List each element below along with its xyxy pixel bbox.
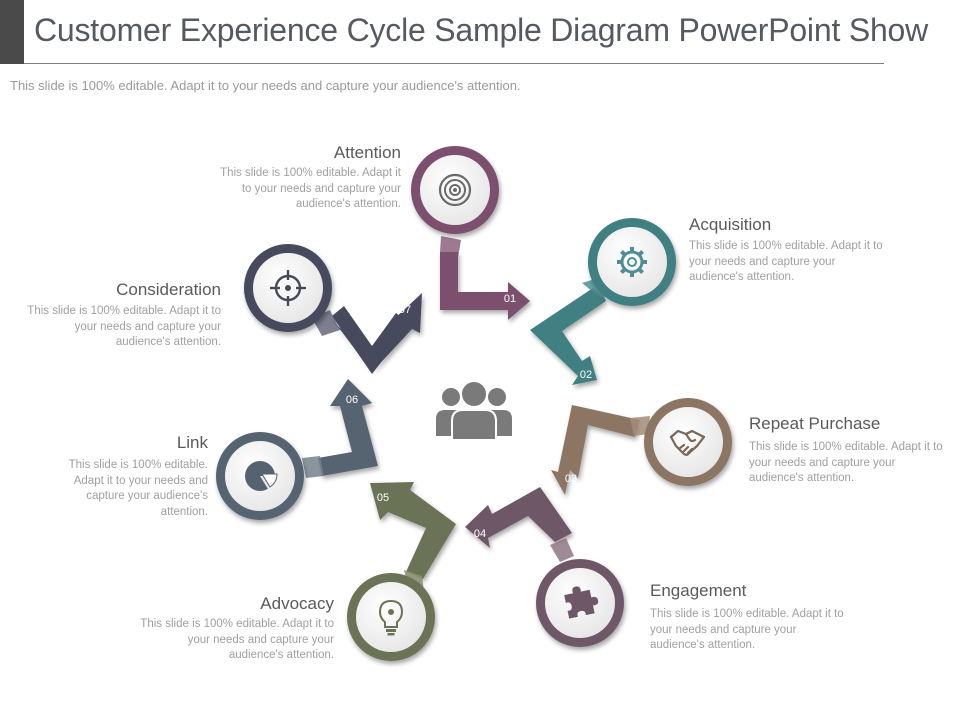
arrow-04-shape: [465, 487, 572, 548]
slide-subtitle: This slide is 100% editable. Adapt it to…: [10, 78, 521, 93]
step-description-advocacy: This slide is 100% editable. Adapt it to…: [140, 618, 334, 661]
slide-title: Customer Experience Cycle Sample Diagram…: [34, 12, 929, 48]
arrow-07-shape-body: [332, 306, 410, 374]
arrow-03-tab: [630, 416, 650, 436]
step-circle-consideration: [244, 244, 332, 332]
step-label-link: Link: [176, 433, 208, 452]
lightbulb-icon: [378, 599, 404, 636]
step-label-repeat-purchase: Repeat Purchase: [749, 414, 881, 433]
arrow-03-shape: [551, 405, 640, 495]
step-circle-acquisition: [588, 218, 676, 306]
arrow-06-number: 06: [346, 394, 358, 406]
arrow-01: 01: [440, 236, 530, 320]
pie-chart-icon: [245, 461, 278, 491]
arrow-02-shape: [530, 288, 606, 385]
arrow-02-number: 02: [580, 369, 592, 381]
step-description-repeat-purchase: This slide is 100% editable. Adapt it to…: [749, 441, 943, 484]
arrow-02: 02: [530, 278, 606, 385]
step-description-acquisition: This slide is 100% editable. Adapt it to…: [689, 240, 883, 283]
step-label-consideration: Consideration: [116, 280, 221, 299]
arrow-03-number: 03: [565, 473, 577, 485]
handshake-icon: [669, 429, 706, 456]
arrow-05-number: 05: [377, 492, 389, 504]
step-description-attention: This slide is 100% editable. Adapt it to…: [220, 167, 401, 210]
arrow-04-tab: [550, 538, 574, 562]
target-icon: [438, 173, 472, 207]
arrow-06-tab: [302, 456, 324, 478]
arrow-06: 06: [302, 379, 378, 478]
step-circle-advocacy: [347, 573, 435, 661]
arrow-01-number: 01: [504, 293, 516, 305]
step-circle-engagement: [536, 559, 624, 647]
arrow-04: 04: [465, 487, 574, 562]
title-divider: [24, 63, 884, 64]
step-circle-attention: [411, 146, 499, 234]
puzzle-icon: [564, 586, 599, 619]
arrow-03: 03: [551, 405, 650, 495]
arrow-01-shape: [440, 252, 530, 320]
step-circle-repeat-purchase: [644, 398, 732, 486]
step-label-acquisition: Acquisition: [689, 215, 772, 234]
gear-icon: [617, 247, 647, 277]
arrow-07-number: 07: [399, 304, 411, 316]
step-label-attention: Attention: [333, 143, 401, 162]
step-circle-link: [216, 432, 304, 520]
arrow-01-tab: [440, 236, 461, 258]
people-group-icon: [436, 380, 512, 441]
step-description-consideration: This slide is 100% editable. Adapt it to…: [27, 305, 221, 348]
step-label-advocacy: Advocacy: [260, 594, 334, 613]
title-accent-bar: [0, 0, 24, 64]
arrow-06-shape: [318, 379, 378, 476]
crosshair-icon: [270, 270, 306, 306]
step-description-engagement: This slide is 100% editable. Adapt it to…: [650, 608, 844, 651]
step-label-engagement: Engagement: [650, 581, 747, 600]
step-description-link: This slide is 100% editable. Adapt it to…: [68, 459, 208, 518]
arrow-05-shape: [370, 482, 456, 579]
arrow-04-number: 04: [474, 528, 486, 540]
